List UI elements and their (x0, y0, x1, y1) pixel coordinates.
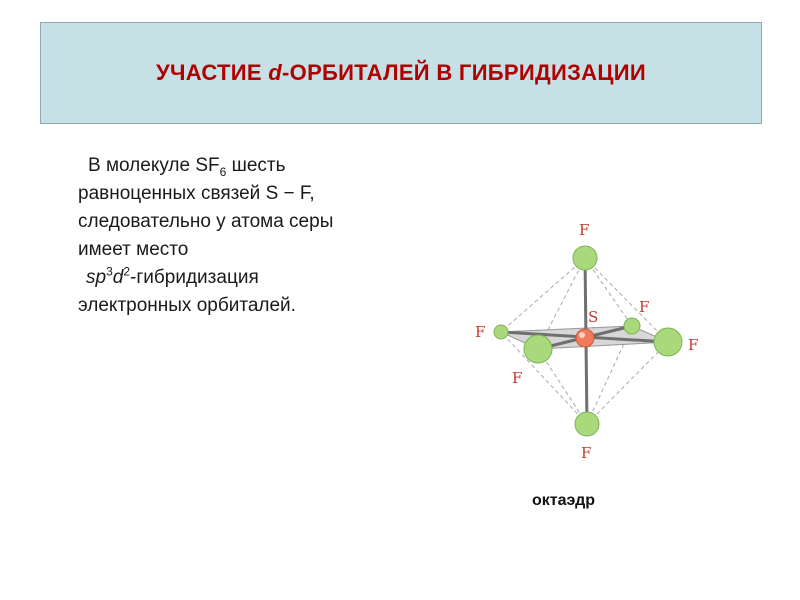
body-line-6: электронных орбиталей. (78, 295, 296, 316)
fluorine-atom-bottom (574, 411, 600, 437)
hybridization-line: sp3d2-гибридизация (86, 264, 259, 288)
body-line-1: В молекуле SF6 шесть (88, 155, 286, 179)
sf6-octahedron-diagram: F F F F F F S (475, 221, 698, 462)
label-f-left-back: F (475, 323, 485, 341)
slide-title: УЧАСТИЕ d-ОРБИТАЛЕЙ В ГИБРИДИЗАЦИИ (156, 60, 646, 86)
fluorine-atom-top (572, 245, 598, 271)
fluorine-atom-left-front (523, 334, 553, 364)
label-s-central: S (588, 308, 598, 326)
label-f-bottom: F (581, 444, 591, 462)
title-prefix: УЧАСТИЕ (156, 60, 269, 85)
title-banner: УЧАСТИЕ d-ОРБИТАЛЕЙ В ГИБРИДИЗАЦИИ (40, 22, 762, 124)
title-suffix: -ОРБИТАЛЕЙ В ГИБРИДИЗАЦИИ (282, 60, 646, 85)
fluorine-atom-right-back (623, 317, 641, 335)
body-line-2: равноценных связей S − F, (78, 183, 315, 204)
body-line-3: следовательно у атома серы (78, 211, 334, 232)
body-line-4: имеет место (78, 239, 189, 260)
sulfur-highlight (579, 332, 585, 338)
title-italic-d: d (268, 60, 283, 85)
fluorine-atom-right-front (653, 327, 683, 357)
body-text: В молекуле SF6 шесть равноценных связей … (78, 152, 398, 320)
fluorine-atom-left-back (493, 324, 509, 340)
label-f-right-front: F (688, 336, 698, 354)
sulfur-atom (575, 328, 595, 348)
diagram-caption: октаэдр (532, 492, 596, 509)
label-f-left-front: F (512, 369, 522, 387)
label-f-right-back: F (639, 298, 649, 316)
subscript-6: 6 (219, 164, 227, 179)
label-f-top: F (579, 221, 589, 239)
